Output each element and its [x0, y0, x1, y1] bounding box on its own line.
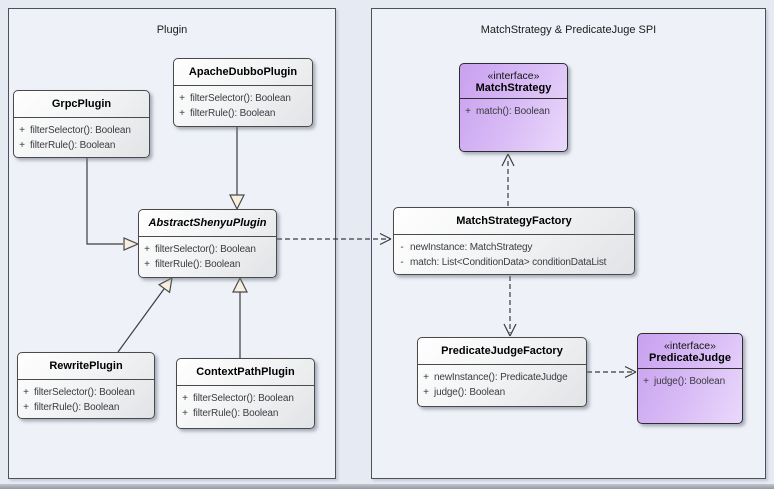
edge-factory-to-matchstrategy-dependency[interactable] — [501, 153, 515, 206]
method-signature: judge(): Boolean — [654, 376, 725, 387]
method-row: + judge(): Boolean — [418, 385, 586, 400]
method-signature: filterRule(): Boolean — [30, 140, 116, 151]
edge-apachedubbo-to-abstract-generalization[interactable] — [229, 127, 245, 211]
method-signature: newInstance(): PredicateJudge — [434, 372, 568, 383]
method-signature: filterRule(): Boolean — [190, 108, 276, 119]
edge-factory-to-predicatejudgefactory-dependency[interactable] — [503, 276, 517, 337]
class-rewriteplugin-name: RewritePlugin — [18, 353, 154, 380]
method-visibility: + — [182, 408, 188, 419]
class-grpcplugin[interactable]: GrpcPlugin + filterSelector(): Boolean +… — [13, 90, 150, 158]
method-row: + filterSelector(): Boolean — [177, 391, 314, 406]
method-signature: filterSelector(): Boolean — [190, 93, 291, 104]
method-row: + filterSelector(): Boolean — [18, 385, 154, 400]
interface-header: «interface» PredicateJudge — [638, 334, 742, 369]
edge-grpc-to-abstract-generalization[interactable] — [86, 158, 140, 251]
method-visibility: + — [144, 244, 150, 255]
method-row: + filterRule(): Boolean — [18, 400, 154, 415]
method-row: + filterRule(): Boolean — [174, 106, 312, 121]
class-apachedubboplugin-name: ApacheDubboPlugin — [174, 59, 312, 86]
interface-matchstrategy[interactable]: «interface» MatchStrategy + match(): Boo… — [459, 63, 568, 152]
method-visibility: + — [179, 108, 185, 119]
class-matchstrategyfactory[interactable]: MatchStrategyFactory - newInstance: Matc… — [393, 207, 635, 275]
package-spi-title: MatchStrategy & PredicateJuge SPI — [480, 24, 657, 36]
method-visibility: + — [179, 93, 185, 104]
method-row: + filterSelector(): Boolean — [139, 242, 276, 257]
interface-header: «interface» MatchStrategy — [460, 64, 567, 99]
method-row: + newInstance(): PredicateJudge — [418, 370, 586, 385]
class-abstractshenyuplugin-name: AbstractShenyuPlugin — [139, 210, 276, 237]
method-row: + filterSelector(): Boolean — [14, 123, 149, 138]
edge-rewrite-to-abstract-generalization[interactable] — [117, 276, 173, 353]
method-signature: filterRule(): Boolean — [34, 402, 120, 413]
method-visibility: + — [19, 125, 25, 136]
method-row: + filterRule(): Boolean — [177, 406, 314, 421]
method-visibility: + — [23, 387, 29, 398]
method-visibility: + — [144, 259, 150, 270]
method-visibility: + — [23, 402, 29, 413]
method-signature: filterRule(): Boolean — [155, 259, 241, 270]
class-contextpathplugin[interactable]: ContextPathPlugin + filterSelector(): Bo… — [176, 358, 315, 429]
method-visibility: + — [19, 140, 25, 151]
method-signature: match(): Boolean — [476, 106, 550, 117]
class-contextpathplugin-name: ContextPathPlugin — [177, 359, 314, 386]
method-visibility: + — [643, 376, 649, 387]
class-predicatejudgefactory[interactable]: PredicateJudgeFactory + newInstance(): P… — [417, 337, 587, 407]
method-visibility: - — [400, 242, 404, 253]
class-predicatejudgefactory-name: PredicateJudgeFactory — [418, 338, 586, 365]
class-abstractshenyuplugin[interactable]: AbstractShenyuPlugin + filterSelector():… — [138, 209, 277, 278]
method-visibility: + — [423, 387, 429, 398]
method-visibility: + — [423, 372, 429, 383]
method-signature: filterSelector(): Boolean — [30, 125, 131, 136]
edge-abstract-to-matchstrategyfactory-dependency[interactable] — [277, 232, 392, 246]
method-signature: filterSelector(): Boolean — [34, 387, 135, 398]
method-signature: filterRule(): Boolean — [193, 408, 279, 419]
window-bottom-edge — [0, 484, 774, 489]
interface-predicatejudge-name: PredicateJudge — [649, 352, 731, 364]
method-row: - match: List<ConditionData> conditionDa… — [394, 255, 634, 270]
package-plugin-title: Plugin — [156, 24, 188, 36]
method-row: + filterSelector(): Boolean — [174, 91, 312, 106]
class-apachedubboplugin[interactable]: ApacheDubboPlugin + filterSelector(): Bo… — [173, 58, 313, 127]
method-row: + filterRule(): Boolean — [14, 138, 149, 153]
edge-pjfactory-to-predicatejudge-dependency[interactable] — [587, 365, 637, 379]
method-signature: newInstance: MatchStrategy — [410, 242, 533, 253]
method-visibility: + — [182, 393, 188, 404]
method-visibility: - — [400, 257, 404, 268]
method-signature: filterSelector(): Boolean — [155, 244, 256, 255]
method-row: + match(): Boolean — [460, 104, 567, 119]
method-signature: judge(): Boolean — [434, 387, 505, 398]
method-signature: filterSelector(): Boolean — [193, 393, 294, 404]
class-matchstrategyfactory-name: MatchStrategyFactory — [394, 208, 634, 235]
class-rewriteplugin[interactable]: RewritePlugin + filterSelector(): Boolea… — [17, 352, 155, 419]
method-row: - newInstance: MatchStrategy — [394, 240, 634, 255]
interface-matchstrategy-name: MatchStrategy — [475, 82, 552, 94]
stereotype-label: «interface» — [487, 70, 540, 82]
method-signature: match: List<ConditionData> conditionData… — [410, 257, 607, 268]
method-row: + filterRule(): Boolean — [139, 257, 276, 272]
method-row: + judge(): Boolean — [638, 374, 742, 389]
interface-predicatejudge[interactable]: «interface» PredicateJudge + judge(): Bo… — [637, 333, 743, 424]
stereotype-label: «interface» — [664, 340, 716, 352]
edge-contextpath-to-abstract-generalization[interactable] — [232, 276, 248, 358]
class-grpcplugin-name: GrpcPlugin — [14, 91, 149, 118]
method-visibility: + — [465, 106, 471, 117]
